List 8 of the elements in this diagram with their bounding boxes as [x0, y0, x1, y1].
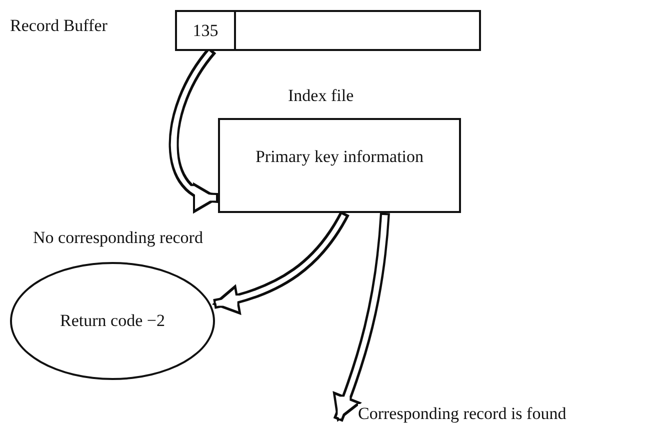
node-text: Return code −2 [60, 311, 165, 331]
record-buffer [175, 10, 481, 51]
node-caption: No corresponding record [33, 228, 203, 248]
node-text: Primary key information [255, 146, 424, 166]
buffer-label: Record Buffer [10, 16, 108, 36]
key-field: 135 [177, 12, 236, 49]
node-caption: Index file [288, 86, 354, 106]
edge-label: Corresponding record is found [358, 404, 566, 424]
